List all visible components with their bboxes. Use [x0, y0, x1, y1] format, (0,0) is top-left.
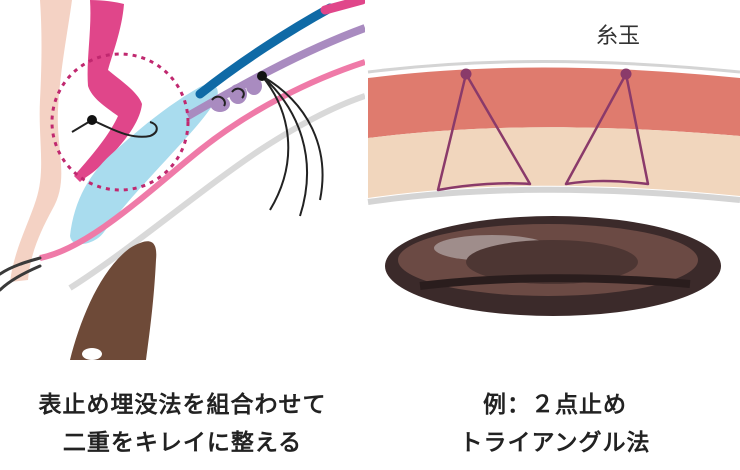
- eyelid-muscle-layer: [368, 67, 740, 138]
- right-caption-line2: トライアングル法: [459, 430, 651, 456]
- eyelashes: [0, 256, 42, 292]
- eyeball: [70, 241, 157, 360]
- right-caption-line1: 例：２点止め: [483, 392, 627, 418]
- triangle-method-panel: [367, 60, 740, 316]
- conjunctiva-line: [39, 59, 365, 261]
- tendon-tip: [320, 0, 365, 15]
- thread-strands: [261, 75, 324, 217]
- thread-knot-label: 糸玉: [596, 24, 641, 49]
- fascia-line: [186, 24, 365, 120]
- thread-triangles: [436, 72, 650, 192]
- thread-loops: [211, 87, 245, 107]
- tarsal-plate: [70, 84, 218, 245]
- triangle-left: [436, 72, 532, 192]
- left-caption-line2: 二重をキレイに整える: [62, 430, 303, 456]
- triangle-right: [564, 72, 650, 186]
- tendon-line: [195, 3, 335, 99]
- eyelid-bottom-line: [367, 186, 740, 205]
- cross-section-panel: [0, 0, 365, 360]
- left-caption: 表止め埋没法を組合わせて 二重をキレイに整える: [0, 386, 365, 462]
- eyeball-pupil: [466, 240, 638, 284]
- stitch-line: [91, 119, 158, 138]
- skin-layer: [10, 0, 72, 282]
- levator-muscle: [74, 0, 142, 182]
- dot-icon: [460, 68, 472, 80]
- eyeball-lower-reflection: [419, 274, 691, 290]
- left-caption-line1: 表止め埋没法を組合わせて: [38, 392, 327, 418]
- dot-icon: [620, 68, 632, 80]
- eye-highlight: [82, 348, 102, 360]
- eyelid-top-line: [367, 60, 740, 74]
- right-caption: 例：２点止め トライアングル法: [370, 386, 740, 462]
- magnify-circle: [50, 52, 190, 192]
- dot-icon: [257, 71, 267, 81]
- dot-icon: [87, 115, 97, 125]
- sclera-line: [68, 93, 365, 291]
